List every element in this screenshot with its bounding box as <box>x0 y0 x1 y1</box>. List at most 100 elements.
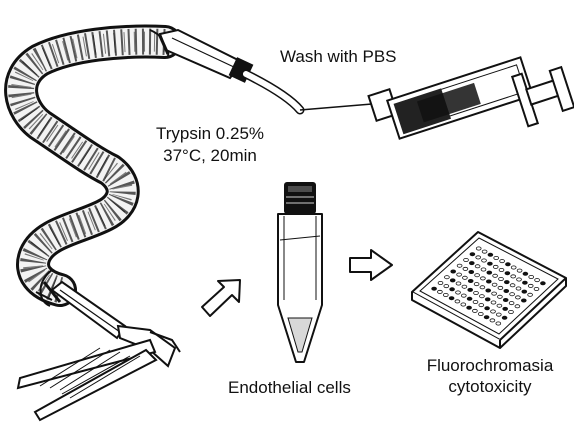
plate-well <box>509 302 514 305</box>
endothelial-cells-label: Endothelial cells <box>228 378 351 398</box>
plate-well <box>493 274 498 277</box>
plate-well <box>482 259 487 262</box>
plate-well <box>499 268 504 271</box>
plate-well <box>450 279 455 282</box>
plate-well <box>470 253 475 256</box>
plate-well <box>463 276 468 279</box>
plate-well <box>479 304 484 307</box>
plate-well <box>481 268 486 271</box>
plate-well <box>511 275 516 278</box>
plate-well <box>468 288 473 291</box>
plate-well <box>464 258 469 261</box>
plate-well <box>484 316 489 319</box>
plate-well <box>443 293 448 296</box>
plate-well <box>510 293 515 296</box>
plate-well <box>523 272 528 275</box>
trypsin-conditions-label: 37°C, 20min <box>146 146 274 166</box>
plate-well <box>535 279 540 282</box>
plate-well <box>485 298 490 301</box>
plate-well <box>457 273 462 276</box>
plate-well <box>480 286 485 289</box>
plate-well <box>492 283 497 286</box>
plate-well <box>503 307 508 310</box>
plate-well <box>493 265 498 268</box>
plate-well <box>517 269 522 272</box>
plate-well <box>474 283 479 286</box>
plate-well <box>499 277 504 280</box>
plate-well <box>487 271 492 274</box>
plate-well <box>461 294 466 297</box>
plate-well <box>528 284 533 287</box>
plate-well <box>473 300 478 303</box>
plate-well <box>476 256 481 259</box>
plate-well <box>476 247 481 250</box>
plate-well <box>486 289 491 292</box>
hollow-arrow-up-right-icon <box>202 280 240 316</box>
plate-well <box>510 284 515 287</box>
plate-well <box>503 298 508 301</box>
plate-well <box>478 312 483 315</box>
plate-well <box>498 295 503 298</box>
plate-well <box>490 319 495 322</box>
plate-well <box>457 264 462 267</box>
plate-well <box>469 262 474 265</box>
plate-well <box>504 281 509 284</box>
plate-well <box>456 291 461 294</box>
plate-well <box>488 262 493 265</box>
plate-well <box>475 274 480 277</box>
plate-well <box>482 250 487 253</box>
plate-well <box>498 286 503 289</box>
plate-well <box>506 263 511 266</box>
plate-well <box>516 287 521 290</box>
plate-well <box>462 285 467 288</box>
plate-well <box>497 304 502 307</box>
vessel-icon <box>21 30 168 306</box>
plate-well <box>475 265 480 268</box>
plate-well <box>491 310 496 313</box>
plate-well <box>511 266 516 269</box>
plate-well <box>444 285 449 288</box>
plate-well <box>455 300 460 303</box>
plate-well <box>494 256 499 259</box>
plate-well <box>473 309 478 312</box>
microtiter-plate-icon <box>412 232 566 348</box>
plate-well <box>486 280 491 283</box>
plate-well <box>521 299 526 302</box>
plate-well <box>500 260 505 263</box>
plate-well <box>541 282 546 285</box>
plate-well <box>496 322 501 325</box>
plate-well <box>534 287 539 290</box>
plate-well <box>492 292 497 295</box>
plate-well <box>438 290 443 293</box>
plate-well <box>456 282 461 285</box>
plate-well <box>485 307 490 310</box>
needle-line <box>300 104 372 110</box>
plate-well <box>432 287 437 290</box>
plate-well <box>480 295 485 298</box>
plate-well <box>491 301 496 304</box>
plate-well <box>463 267 468 270</box>
plate-well <box>467 297 472 300</box>
plate-well <box>474 291 479 294</box>
plate-well <box>529 275 534 278</box>
plate-well <box>522 290 527 293</box>
plate-well <box>528 293 533 296</box>
plate-well <box>496 313 501 316</box>
plate-well <box>450 288 455 291</box>
plate-well <box>438 281 443 284</box>
forceps-clamp-icon <box>18 340 156 420</box>
syringe-icon <box>369 57 574 138</box>
wash-label: Wash with PBS <box>280 47 397 67</box>
plate-well <box>505 272 510 275</box>
plate-well <box>504 289 509 292</box>
hollow-arrow-right-icon <box>350 250 392 280</box>
plate-well <box>515 305 520 308</box>
plate-well <box>467 306 472 309</box>
plate-well <box>461 303 466 306</box>
plate-well <box>481 277 486 280</box>
plate-well <box>449 297 454 300</box>
fluorochromasia-label: Fluorochromasia <box>420 356 560 376</box>
cytotoxicity-label: cytotoxicity <box>420 377 560 397</box>
plate-well <box>523 281 528 284</box>
